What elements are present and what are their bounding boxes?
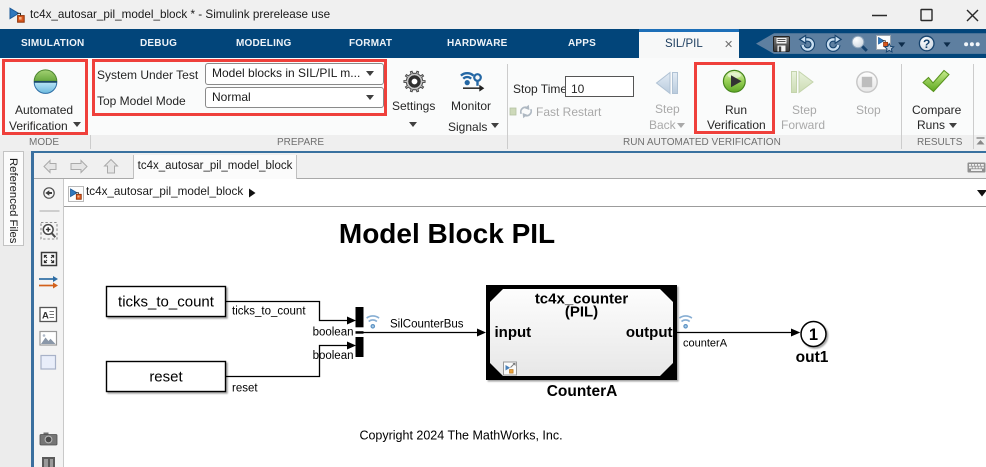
svg-text:1: 1 xyxy=(809,326,818,344)
svg-text:Model Block PIL: Model Block PIL xyxy=(339,218,555,249)
svg-text:boolean: boolean xyxy=(313,350,354,362)
svg-text:ticks_to_count: ticks_to_count xyxy=(232,306,306,318)
svg-text:reset: reset xyxy=(232,383,258,395)
svg-text:output: output xyxy=(626,324,673,341)
svg-text:?: ? xyxy=(923,37,930,51)
svg-text:counterA: counterA xyxy=(683,338,728,350)
svg-text:reset: reset xyxy=(149,369,183,386)
svg-text:out1: out1 xyxy=(796,349,829,366)
svg-text:tc4x_counter: tc4x_counter xyxy=(535,291,629,308)
svg-text:ticks_to_count: ticks_to_count xyxy=(118,294,215,311)
svg-text:A: A xyxy=(42,311,49,322)
svg-text:(PIL): (PIL) xyxy=(565,304,598,321)
svg-text:CounterA: CounterA xyxy=(547,383,618,400)
svg-text:Copyright 2024 The MathWorks,: Copyright 2024 The MathWorks, Inc. xyxy=(359,429,562,443)
svg-text:SilCounterBus: SilCounterBus xyxy=(390,319,464,331)
svg-text:boolean: boolean xyxy=(313,327,354,339)
svg-text:input: input xyxy=(495,324,532,341)
